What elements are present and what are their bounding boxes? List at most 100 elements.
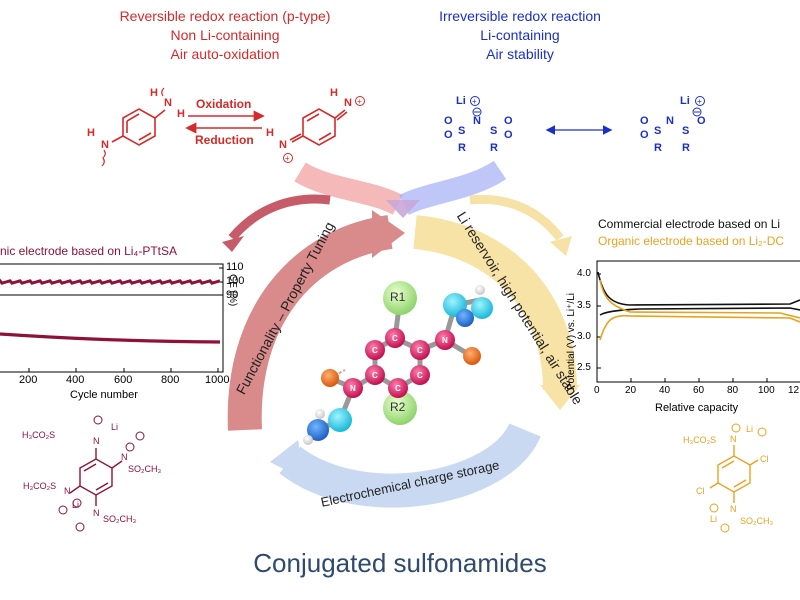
svg-text:S: S (682, 125, 689, 137)
ce-series-line (0, 278, 221, 285)
svg-text:N: N (164, 97, 172, 109)
svg-text:N: N (730, 434, 737, 444)
svg-text:Li: Li (456, 95, 466, 107)
svg-text:O: O (640, 115, 649, 127)
svg-text:SO₂CH₃: SO₂CH₃ (103, 514, 136, 524)
molecule-atoms (303, 281, 493, 445)
right-y-tick-4: 4.0 (577, 268, 591, 279)
right-x-tick-80: 80 (727, 385, 739, 396)
right-x-tick-60: 60 (693, 385, 705, 396)
svg-text:Li: Li (680, 95, 690, 107)
right-x-label: Relative capacity (655, 402, 739, 414)
oxidized-imine-atoms: NH NH (266, 87, 352, 151)
svg-text:Li: Li (710, 514, 717, 524)
svg-text:S: S (490, 125, 497, 137)
svg-text:C: C (372, 371, 378, 380)
right-chart-legend-organic: Organic electrode based on Li₂-DC (598, 234, 785, 248)
right-chart-legend-commercial: Commercial electrode based on Li (598, 217, 781, 231)
svg-text:SO₂CH₃: SO₂CH₃ (740, 516, 773, 526)
svg-text:H₃CO₂S: H₃CO₂S (22, 430, 55, 440)
svg-text:N: N (730, 504, 737, 514)
svg-text:S: S (458, 125, 465, 137)
svg-text:N: N (442, 336, 448, 345)
commercial-curve-charge (597, 271, 800, 306)
commercial-curve-discharge (599, 307, 800, 316)
svg-text:R: R (682, 142, 690, 154)
left-header: Reversible redox reaction (p-type) Non L… (100, 7, 350, 64)
left-x-tick-600: 600 (114, 374, 133, 386)
svg-text:Cl: Cl (760, 454, 769, 464)
svg-text:N: N (666, 115, 674, 127)
right-x-tick-120: 12 (788, 385, 800, 396)
svg-text:C: C (417, 346, 423, 355)
svg-text:Li: Li (746, 424, 753, 434)
svg-text:Li: Li (111, 422, 118, 432)
svg-text:+: + (472, 97, 477, 106)
svg-text:O: O (444, 129, 453, 141)
svg-text:R: R (490, 142, 498, 154)
right-y-tick-35: 3.5 (577, 300, 591, 311)
reduced-amine-atoms: NHH NH (87, 87, 185, 151)
svg-text:R: R (654, 142, 662, 154)
svg-text:SO₂CH₃: SO₂CH₃ (128, 464, 161, 474)
organic-curve-charge (599, 279, 800, 319)
svg-text:H: H (150, 87, 158, 99)
svg-text:+: + (285, 154, 290, 163)
svg-text:N: N (121, 452, 128, 462)
r1-label: R1 (390, 290, 406, 304)
ce-tick-100: 100 (226, 275, 245, 287)
svg-text:N: N (93, 508, 100, 518)
ce-tick-90: 90 (226, 289, 239, 301)
svg-text:H₃CO₂S: H₃CO₂S (23, 481, 56, 491)
svg-text:H₃CO₂S: H₃CO₂S (683, 435, 716, 445)
svg-text:N: N (64, 486, 71, 496)
right-x-tick-20: 20 (625, 385, 637, 396)
reduction-label: Reduction (195, 133, 254, 147)
oxidized-imine-structure (289, 108, 348, 146)
left-chart-legend: nic electrode based on Li₄-PTtSA (0, 244, 177, 258)
svg-text:H: H (266, 127, 274, 139)
svg-text:O: O (697, 115, 706, 127)
right-x-tick-100: 100 (758, 385, 775, 396)
reduced-amine-structure (111, 108, 166, 146)
svg-text:S: S (654, 125, 661, 137)
svg-text:H: H (330, 87, 338, 99)
svg-text:N: N (93, 436, 100, 446)
left-x-tick-800: 800 (161, 374, 180, 386)
right-x-tick-40: 40 (659, 385, 671, 396)
li2-dc-structure (709, 445, 759, 503)
svg-text:Cl: Cl (696, 486, 705, 496)
left-chart (0, 263, 224, 373)
svg-text:C: C (372, 346, 378, 355)
right-header-line-1: Irreversible redox reaction (439, 8, 601, 24)
left-x-label: Cycle number (70, 389, 138, 401)
capacity-series-line (0, 332, 221, 344)
page-title: Conjugated sulfonamides (253, 548, 547, 578)
svg-text:O: O (504, 115, 513, 127)
ce-axis-label: CE (%) (227, 274, 238, 307)
li4-ptsa-structure (69, 448, 123, 506)
left-header-line-2: Non Li-containing (170, 27, 280, 43)
svg-text:N: N (279, 139, 287, 151)
svg-text:H: H (87, 127, 95, 139)
svg-text:H: H (177, 108, 185, 120)
left-header-line-3: Air auto-oxidation (170, 46, 280, 62)
right-chart (596, 260, 800, 383)
right-y-tick-25: 2.5 (577, 362, 591, 373)
right-y-tick-3: 3.0 (577, 331, 591, 342)
right-x-tick-0: 0 (594, 385, 600, 396)
svg-text:Li: Li (72, 500, 79, 510)
ce-tick-110: 110 (226, 261, 244, 273)
svg-text:O: O (444, 115, 453, 127)
svg-text:O: O (640, 129, 649, 141)
right-header-line-3: Air stability (486, 46, 554, 62)
left-x-tick-200: 200 (19, 374, 38, 386)
left-header-line-1: Reversible redox reaction (p-type) (119, 8, 331, 24)
svg-text:N: N (473, 115, 481, 127)
svg-text:C: C (392, 334, 398, 343)
